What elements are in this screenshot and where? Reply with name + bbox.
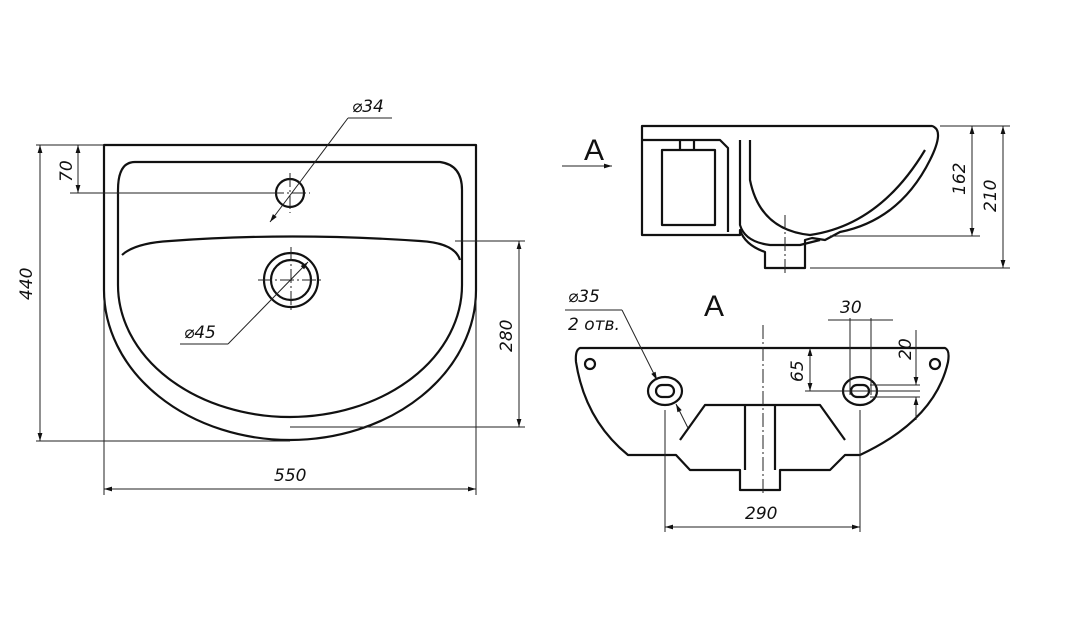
bowl-edge bbox=[121, 235, 462, 261]
front-view: 440 70 ⌀34 ⌀45 280 550 bbox=[17, 97, 525, 495]
side-view: A 162 210 bbox=[562, 124, 1010, 275]
dim-hole-spacing: 290 bbox=[745, 504, 777, 524]
dim-depth: 440 bbox=[17, 268, 37, 300]
dim-faucet-hole: ⌀34 bbox=[352, 97, 384, 117]
side-outline bbox=[640, 124, 940, 270]
dim-slot-width: 30 bbox=[840, 298, 862, 318]
dim-hole-height: 65 bbox=[788, 360, 808, 382]
basin-rim bbox=[116, 160, 464, 419]
dim-slot-offset: 20 bbox=[896, 338, 916, 360]
dim-width: 550 bbox=[274, 466, 306, 486]
dim-bowl: 280 bbox=[497, 320, 517, 352]
dim-bowl-height: 162 bbox=[950, 163, 970, 195]
dim-drain: ⌀45 bbox=[184, 323, 216, 343]
view-a-title: A bbox=[704, 290, 724, 323]
view-marker: A bbox=[584, 134, 604, 167]
mount-hole-left bbox=[646, 375, 684, 407]
dim-height: 210 bbox=[981, 180, 1001, 212]
view-a: A ⌀35 2 отв. 30 65 20 290 bbox=[565, 287, 950, 532]
underside-outline bbox=[574, 346, 950, 492]
dim-hole-offset: 70 bbox=[57, 160, 77, 182]
basin-outline bbox=[102, 143, 478, 442]
dim-mount-hole: ⌀35 bbox=[568, 287, 600, 307]
dim-mount-hole-count: 2 отв. bbox=[568, 315, 620, 335]
